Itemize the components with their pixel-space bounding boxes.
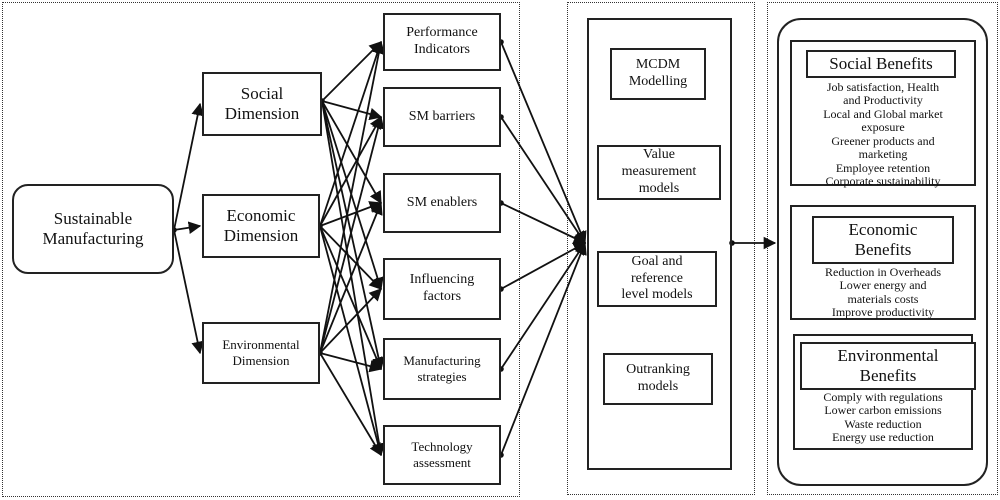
environmental-benefit-item: Energy use reduction: [832, 430, 934, 445]
environmental-benefits-title: Environmental Benefits: [800, 342, 976, 390]
arrow-dimension-to-factor: [319, 201, 383, 227]
economic-benefit-item: materials costs: [847, 291, 919, 306]
social-benefit-item: Corporate sustainability: [825, 174, 941, 189]
model-box-value-measurement: Value measurement models: [597, 145, 721, 200]
arrow-dimension-to-factor: [319, 225, 385, 457]
arrow-dimension-to-factor: [319, 352, 382, 457]
economic-benefits-list: Reduction in Overheads Lower energy and …: [792, 265, 974, 320]
economic-benefit-item: Reduction in Overheads: [825, 265, 941, 279]
social-benefit-item: exposure: [861, 120, 905, 135]
arrow-dimension-to-factor: [319, 288, 382, 354]
arrow-dimension-to-factor: [321, 100, 382, 205]
arrow-root-to-environmental: [173, 229, 204, 355]
models-frame: [587, 18, 732, 470]
arrow-root-to-economic: [173, 221, 202, 234]
factor-box-enablers: SM enablers: [383, 173, 501, 233]
arrow-dimension-to-factor: [319, 225, 383, 371]
factor-box-performance: Performance Indicators: [383, 13, 501, 71]
environmental-benefit-item: Waste reduction: [844, 416, 922, 431]
model-box-outranking: Outranking models: [603, 353, 713, 405]
arrow-factor-to-models: [500, 202, 587, 244]
dimension-box-social: Social Dimension: [202, 72, 322, 136]
model-box-goal-reference: Goal and reference level models: [597, 251, 717, 307]
social-benefits-list: Job satisfaction, Health and Productivit…: [792, 80, 974, 189]
models-panel: [567, 2, 755, 495]
social-benefits-box: [790, 40, 976, 186]
economic-benefit-item: Lower energy and: [839, 278, 927, 293]
environmental-benefits-list: Comply with regulations Lower carbon emi…: [795, 390, 971, 445]
social-benefit-item: marketing: [858, 147, 908, 162]
environmental-benefit-item: Lower carbon emissions: [824, 403, 942, 418]
arrow-factor-to-models: [500, 242, 587, 290]
dimension-box-environmental: Environmental Dimension: [202, 322, 320, 384]
arrow-dimension-to-factor: [321, 100, 383, 121]
factor-box-barriers: SM barriers: [383, 87, 501, 147]
arrow-dimension-to-factor: [319, 40, 384, 227]
left-panel: [2, 2, 520, 497]
factor-box-strategies: Manufacturing strategies: [383, 338, 501, 400]
arrow-dimension-to-factor: [321, 41, 382, 102]
social-benefit-item: Greener products and: [831, 133, 935, 148]
arrow-dimension-to-factor: [319, 201, 383, 354]
benefits-frame: [777, 18, 988, 486]
social-benefits-title: Social Benefits: [806, 50, 956, 78]
arrow-factor-to-models: [500, 241, 587, 456]
social-benefit-item: Employee retention: [835, 160, 931, 175]
social-benefit-item: Local and Global market: [823, 106, 943, 121]
economic-benefits-title: Economic Benefits: [812, 216, 954, 264]
arrow-dimension-to-factor: [319, 115, 382, 227]
environmental-benefits-box: [793, 334, 973, 450]
arrow-dimension-to-factor: [319, 225, 382, 290]
social-benefit-item: Job satisfaction, Health: [826, 80, 940, 94]
factor-box-influencing: Influencing factors: [383, 258, 501, 320]
economic-benefits-box: [790, 205, 976, 320]
arrow-factor-to-models: [500, 41, 587, 245]
root-box: Sustainable Manufacturing: [12, 184, 174, 274]
arrow-root-to-social: [173, 102, 204, 231]
model-box-mcdm: MCDM Modelling: [610, 48, 706, 100]
arrow-factor-to-models: [500, 116, 586, 245]
economic-benefit-item: Improve productivity: [831, 305, 935, 320]
dimension-box-economic: Economic Dimension: [202, 194, 320, 258]
factor-box-technology: Technology assessment: [383, 425, 501, 485]
arrow-dimension-to-factor: [319, 352, 383, 373]
arrow-dimension-to-factor: [321, 100, 385, 371]
arrow-dimension-to-factor: [321, 100, 386, 457]
arrow-dimension-to-factor: [319, 40, 385, 354]
social-benefit-item: and Productivity: [843, 93, 923, 108]
environmental-benefit-item: Comply with regulations: [823, 390, 943, 404]
arrow-factor-to-models: [500, 241, 586, 370]
arrow-dimension-to-factor: [319, 115, 385, 354]
